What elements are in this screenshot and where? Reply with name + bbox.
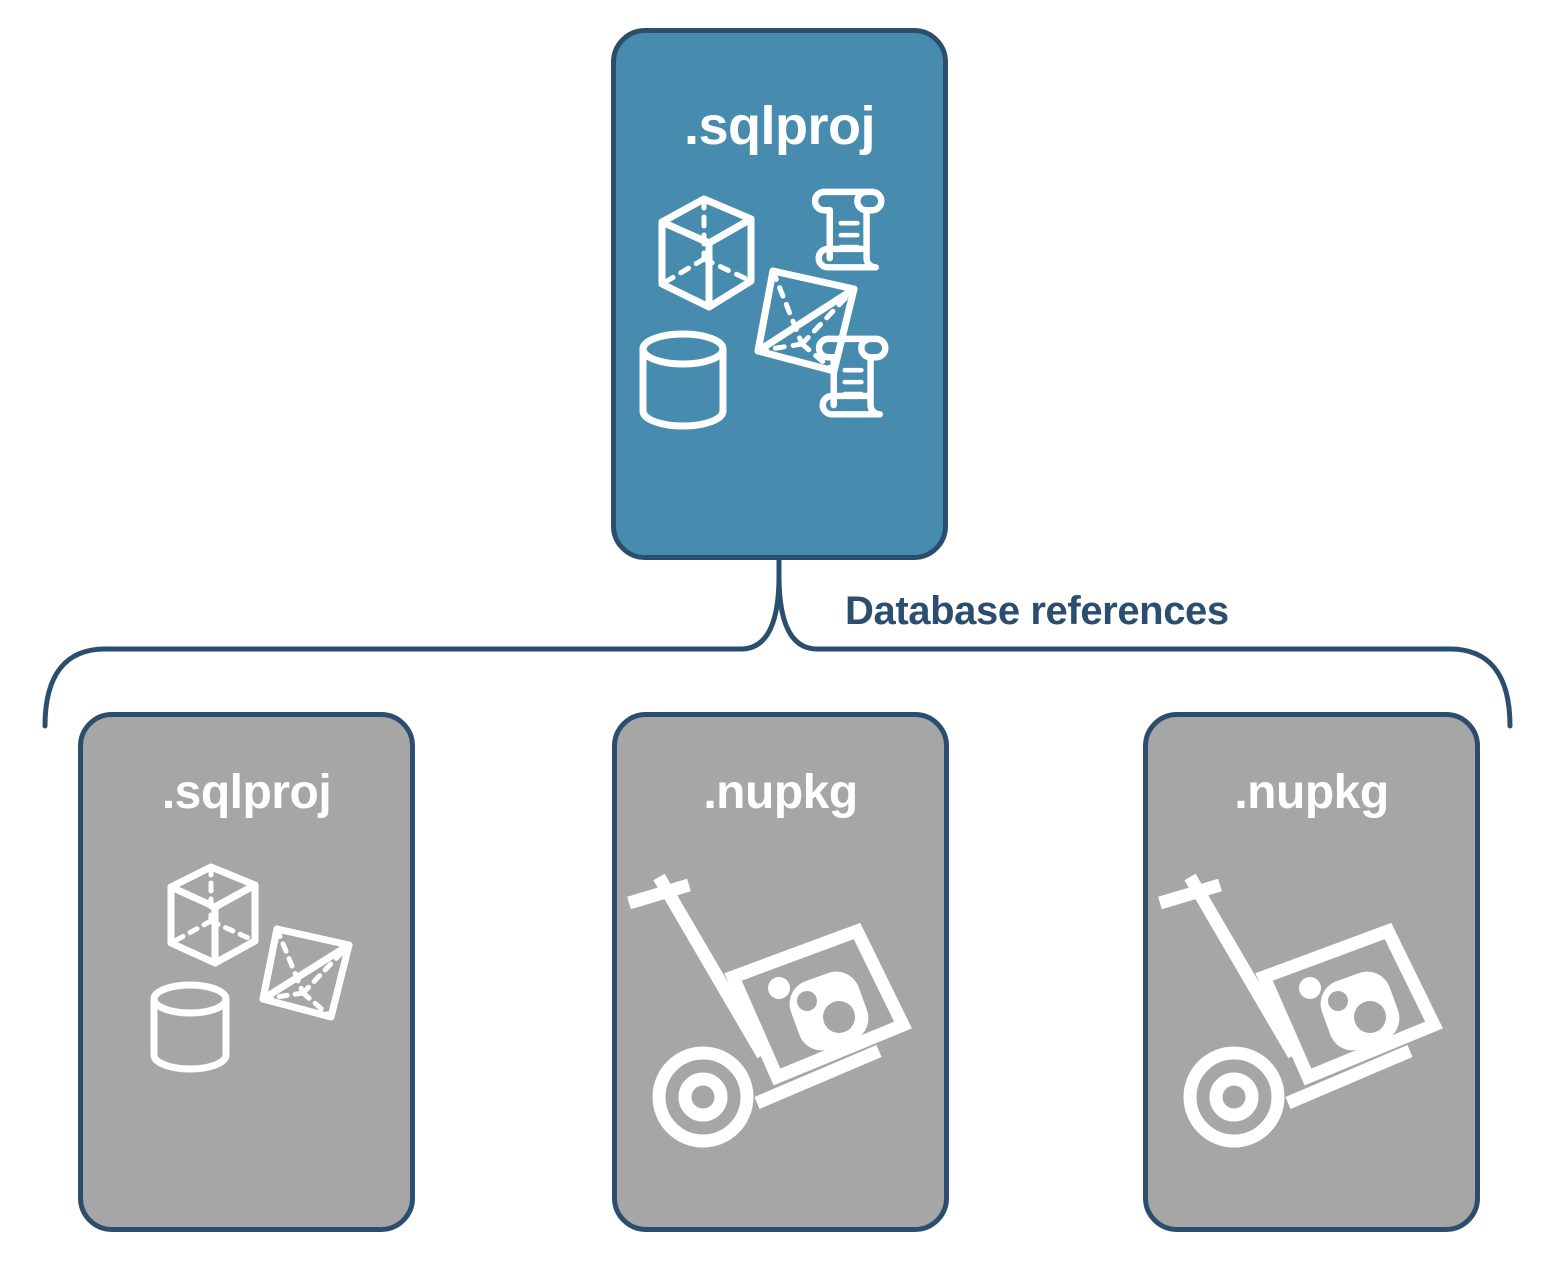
- cylinder-icon: [639, 330, 727, 430]
- root-card-sqlproj[interactable]: .sqlproj: [611, 28, 948, 560]
- nuget-package-handtruck-icon: [1158, 873, 1443, 1148]
- child-card-icon-group-sqlproj: [83, 857, 410, 1107]
- cube-icon: [167, 863, 259, 967]
- script-scroll-icon: [815, 335, 889, 418]
- script-scroll-icon: [811, 188, 885, 271]
- root-card-icon-group: [616, 171, 943, 431]
- child-card-nupkg-2[interactable]: .nupkg: [1143, 712, 1480, 1232]
- child-card-icon-group-nupkg-1: [617, 855, 944, 1155]
- child-card-icon-group-nupkg-2: [1148, 855, 1475, 1155]
- child-card-sqlproj[interactable]: .sqlproj: [78, 712, 415, 1232]
- child-card-title-sqlproj: .sqlproj: [161, 766, 332, 819]
- pyramid-icon: [754, 267, 858, 375]
- root-card-title: .sqlproj: [683, 96, 876, 156]
- nuget-package-handtruck-icon: [627, 873, 912, 1148]
- child-card-title-nupkg-2: .nupkg: [1234, 766, 1389, 819]
- cube-icon: [658, 195, 755, 311]
- connector-label-database-references: Database references: [845, 589, 1229, 633]
- pyramid-icon: [259, 925, 353, 1021]
- nuget-logo-holes: [797, 991, 855, 1033]
- cylinder-icon: [150, 981, 230, 1073]
- nuget-logo-holes: [1328, 991, 1386, 1033]
- child-card-title-nupkg-1: .nupkg: [703, 766, 858, 819]
- child-card-nupkg-1[interactable]: .nupkg: [612, 712, 949, 1232]
